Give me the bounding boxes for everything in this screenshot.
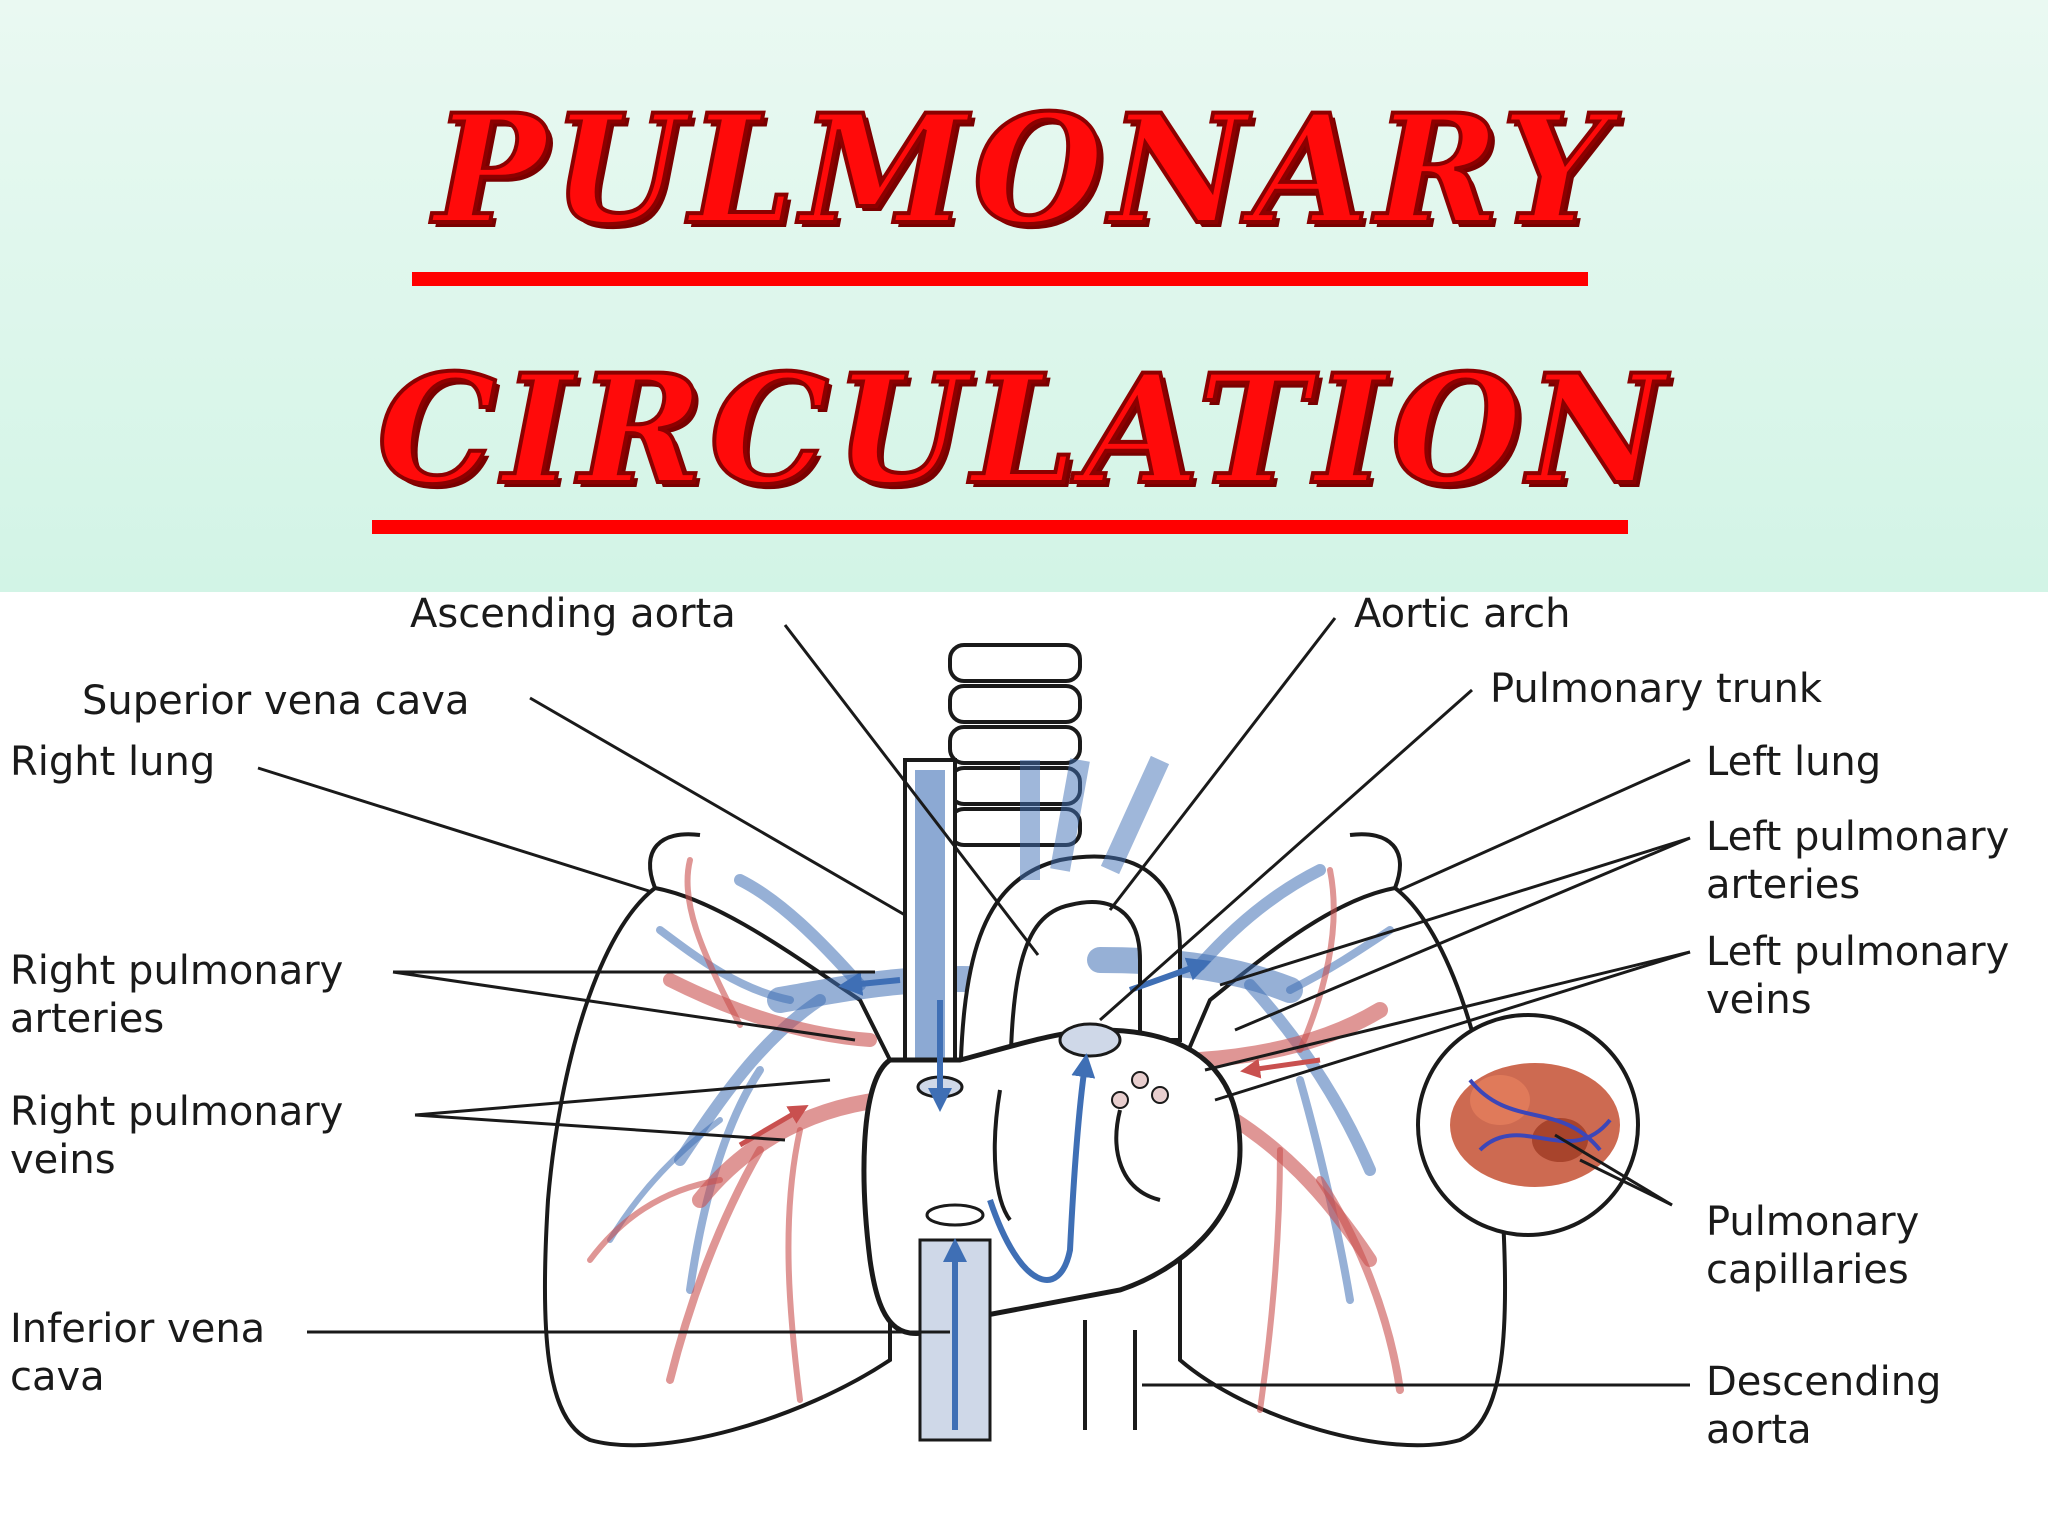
leader-lines [257, 617, 1691, 1387]
label-descending-aorta-1: Descending [1706, 1359, 1942, 1405]
descending-aorta [1083, 1320, 1137, 1430]
label-ascending-aorta: Ascending aorta [410, 591, 736, 637]
label-inferior-vena-cava-1: Inferior vena [10, 1306, 266, 1352]
right-vein-arrow [738, 1104, 809, 1148]
title-line-1: PULMONARY [432, 82, 1615, 258]
title-line-2: CIRCULATION [375, 342, 1671, 518]
label-pulmonary-capillaries-2: capillaries [1706, 1247, 1909, 1293]
label-left-pulmonary-veins-1: Left pulmonary [1706, 929, 2010, 975]
title-underline-2 [372, 520, 1628, 534]
label-descending-aorta-2: aorta [1706, 1407, 1812, 1453]
label-left-lung: Left lung [1706, 739, 1882, 785]
label-right-pulmonary-arteries-2: arteries [10, 996, 165, 1042]
label-left-pulmonary-arteries-1: Left pulmonary [1706, 814, 2010, 860]
label-right-pulmonary-veins-2: veins [10, 1137, 116, 1183]
trachea [948, 643, 1082, 847]
label-aortic-arch: Aortic arch [1354, 591, 1571, 637]
left-vein-arrow [1240, 1057, 1321, 1079]
label-superior-vena-cava: Superior vena cava [82, 678, 470, 724]
label-pulmonary-capillaries-1: Pulmonary [1706, 1199, 1920, 1245]
label-right-lung: Right lung [10, 739, 216, 785]
label-pulmonary-trunk: Pulmonary trunk [1490, 666, 1823, 712]
label-right-pulmonary-arteries-1: Right pulmonary [10, 948, 344, 994]
title-banner [0, 0, 2048, 592]
flow-arrow-left-pa [1128, 957, 1212, 993]
label-left-pulmonary-veins-2: veins [1706, 977, 1812, 1023]
title-underline-1 [412, 272, 1588, 286]
flow-arrow-right-pa [838, 971, 901, 996]
aortic-arch-branches [1020, 755, 1170, 880]
label-left-pulmonary-arteries-2: arteries [1706, 862, 1861, 908]
label-right-pulmonary-veins-1: Right pulmonary [10, 1089, 344, 1135]
flow-arrow-rv [987, 1053, 1096, 1283]
pulmonary-trunk-valve [1058, 1022, 1122, 1058]
label-inferior-vena-cava-2: cava [10, 1354, 105, 1400]
